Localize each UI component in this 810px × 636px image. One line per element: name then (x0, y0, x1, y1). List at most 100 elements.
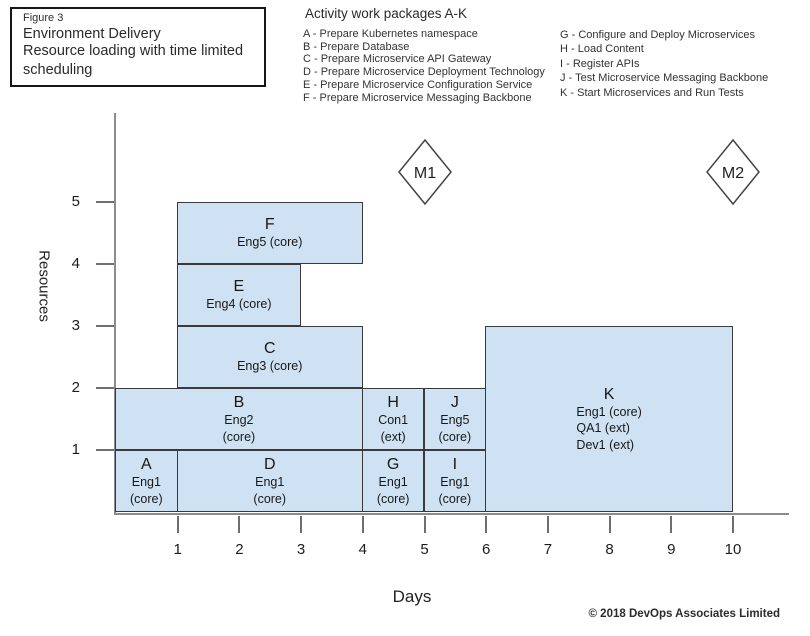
legend-item-left: D - Prepare Microservice Deployment Tech… (303, 66, 545, 79)
figure-title-box: Figure 3 Environment Delivery Resource l… (10, 7, 266, 87)
activity-resources-I: Eng1(core) (439, 474, 472, 507)
legend-item-left: A - Prepare Kubernetes namespace (303, 28, 478, 40)
x-axis-tick-label: 6 (482, 541, 491, 558)
activity-resource-line: (ext) (380, 429, 406, 444)
svg-text:M2: M2 (722, 165, 744, 182)
activity-letter-B: B (233, 394, 245, 412)
x-axis-tick-label: 10 (724, 541, 742, 558)
y-axis-tick-label: 4 (71, 255, 80, 272)
activity-resource-line: (core) (438, 429, 472, 444)
activity-resources-F: Eng5 (core) (237, 234, 302, 250)
activity-letter-D: D (263, 456, 276, 474)
y-axis-tick (96, 263, 114, 265)
activity-resource-line: Eng1 (131, 475, 161, 490)
legend-item-right: H - Load Content (560, 43, 644, 56)
activity-resource-line: Eng1 (378, 475, 408, 490)
y-axis-tick-label: 1 (71, 441, 80, 458)
x-axis-tick-label: 1 (173, 541, 182, 558)
x-axis-tick (485, 516, 488, 533)
activity-resource-line: QA1 (ext) (576, 421, 630, 436)
x-axis-tick-label: 9 (667, 541, 676, 558)
y-axis-tick-label: 3 (71, 317, 80, 334)
activity-letter-G: G (386, 456, 400, 474)
svg-text:M1: M1 (413, 165, 435, 182)
y-axis-tick (96, 449, 114, 451)
y-axis-tick-label: 2 (71, 379, 80, 396)
activity-resource-line: (core) (253, 491, 287, 506)
activity-letter-F: F (264, 216, 275, 234)
activity-resources-E: Eng4 (core) (206, 296, 271, 312)
x-axis-tick (546, 516, 549, 533)
legend-item-right: G - Configure and Deploy Microservices (560, 29, 756, 41)
activity-resource-line: Eng1 (core) (576, 405, 642, 420)
milestone-diamond-icon: M1 (397, 139, 452, 205)
copyright: © 2018 DevOps Associates Limited (588, 608, 781, 620)
y-axis-title: Resources (35, 250, 53, 322)
activity-resource-line: Eng5 (core) (237, 235, 303, 250)
milestone-M2: M2 (706, 139, 760, 205)
activity-resource-line: (core) (130, 491, 163, 506)
activity-resource-line: Dev1 (ext) (576, 437, 635, 452)
activity-resource-line: Eng1 (255, 475, 285, 490)
x-axis-tick (176, 516, 179, 533)
y-axis-tick (96, 387, 114, 389)
figure-subtitle: Resource loading with time limited sched… (23, 43, 244, 79)
legend-item-left: F - Prepare Microservice Messaging Backb… (303, 91, 532, 104)
figure-label: Figure 3 (23, 12, 64, 24)
y-axis-tick (96, 201, 114, 203)
figure-title: Environment Delivery (23, 26, 161, 42)
x-axis-tick-label: 7 (543, 541, 553, 558)
activity-letter-J: J (450, 394, 459, 412)
legend-item-left: C - Prepare Microservice API Gateway (303, 53, 492, 66)
x-axis-tick (423, 516, 426, 533)
activity-resources-K: Eng1 (core)QA1 (ext)Dev1 (ext) (576, 404, 641, 453)
activity-letter-C: C (263, 340, 276, 358)
x-axis-tick (361, 516, 364, 533)
legend-item-right: K - Start Microservices and Run Tests (560, 86, 744, 99)
x-axis-tick-label: 3 (296, 541, 306, 558)
activity-letter-A: A (141, 456, 152, 474)
milestone-M1: M1 (397, 139, 452, 205)
x-axis-tick (670, 516, 673, 533)
activity-resources-D: Eng1(core) (253, 474, 286, 507)
activity-resource-line: Con1 (378, 413, 409, 428)
milestone-diamond-icon: M2 (706, 139, 760, 205)
x-axis-title: Days (392, 587, 432, 606)
activity-resource-line: Eng5 (440, 413, 470, 428)
x-axis-tick-label: 2 (235, 541, 244, 558)
activity-resource-line: Eng3 (core) (237, 359, 303, 374)
x-axis-tick-label: 5 (420, 541, 429, 558)
x-axis-line (114, 513, 789, 515)
legend-right-column: G - Configure and Deploy Microservices H … (560, 28, 805, 100)
activity-letter-K: K (603, 386, 615, 404)
activity-resource-line: (core) (222, 429, 256, 444)
y-axis-tick (96, 325, 114, 327)
activity-resource-line: Eng2 (224, 413, 254, 428)
x-axis-tick (238, 516, 241, 533)
activity-resources-J: Eng5(core) (439, 412, 472, 445)
activity-letter-H: H (387, 394, 399, 412)
activity-resource-line: Eng1 (440, 475, 470, 490)
x-axis-tick-label: 4 (358, 541, 367, 558)
legend-item-left: B - Prepare Database (303, 40, 410, 53)
activity-resource-line: Eng4 (core) (206, 297, 272, 312)
legend-item-left: E - Prepare Microservice Configuration S… (303, 78, 533, 91)
activity-resources-G: Eng1(core) (377, 474, 410, 507)
y-axis-line (114, 113, 116, 515)
activity-letter-I: I (452, 456, 458, 474)
legend-item-right: J - Test Microservice Messaging Backbone (560, 72, 769, 85)
activity-resources-B: Eng2(core) (223, 412, 256, 445)
legend-item-right: I - Register APIs (560, 57, 640, 70)
x-axis-tick (300, 516, 303, 533)
